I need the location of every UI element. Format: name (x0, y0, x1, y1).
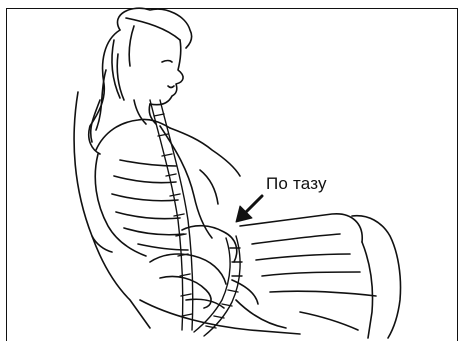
woman-hair (89, 8, 192, 154)
lap-belt-callout-label: По тазу (266, 174, 327, 194)
woman-face (134, 40, 183, 124)
woman-torso (95, 119, 240, 256)
woman-arms (150, 226, 258, 308)
woman-legs (236, 214, 401, 338)
arrow-down-left-icon (236, 196, 262, 222)
seat-back (74, 92, 150, 328)
